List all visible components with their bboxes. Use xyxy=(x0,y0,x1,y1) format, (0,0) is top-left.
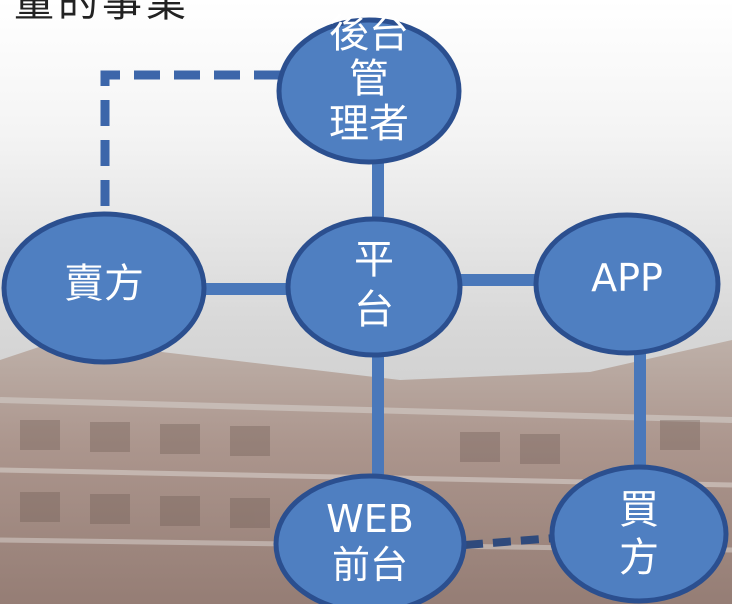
nodes xyxy=(1,17,729,604)
node-admin xyxy=(276,17,462,165)
node-web xyxy=(273,473,467,604)
building-ledge xyxy=(0,397,732,423)
dashed-connector-web-buyer xyxy=(464,534,556,549)
dashed-connector-admin-seller xyxy=(100,70,280,210)
node-seller xyxy=(1,211,207,365)
node-app xyxy=(533,212,721,356)
title-fragment: 量的事業 xyxy=(14,0,190,26)
building-windows xyxy=(20,420,700,528)
node-buyer xyxy=(549,464,729,604)
node-platform xyxy=(285,216,463,358)
